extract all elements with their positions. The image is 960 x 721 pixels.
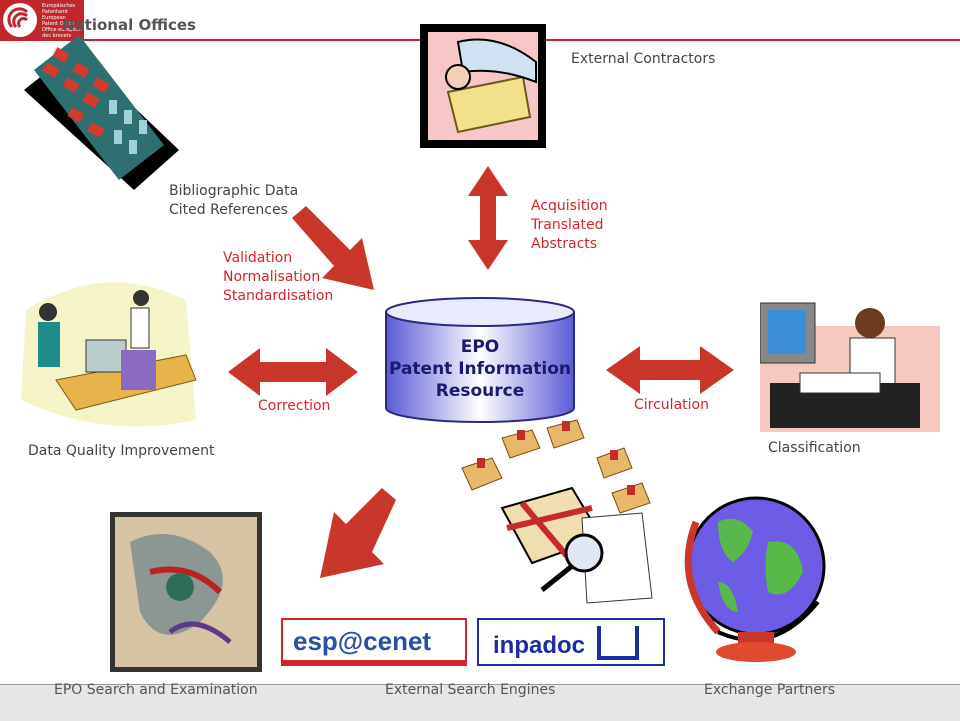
epo-logo-mark: [3, 3, 37, 37]
classifier-worker-icon: [760, 302, 940, 432]
label-circulation: Circulation: [634, 397, 709, 413]
logo-line: des brevets: [42, 33, 72, 39]
logo-line: Office européen: [42, 27, 82, 33]
espacenet-logo-bar: [283, 660, 465, 664]
arrow-correction: [228, 348, 358, 396]
logo-line: Patent Office: [42, 21, 75, 27]
label-correction: Correction: [258, 398, 331, 414]
contractor-writing-icon: [420, 24, 546, 148]
arrow-circulation: [606, 346, 734, 394]
label-line: Validation: [223, 250, 293, 266]
footer-epo-search: EPO Search and Examination: [54, 682, 258, 698]
epo-label-line: EPO: [460, 337, 500, 357]
label-bibliographic-data: Bibliographic Data Cited References: [169, 182, 298, 220]
footer-exchange-partners: Exchange Partners: [704, 682, 836, 698]
arrow-search-engines: [320, 488, 396, 578]
label-data-quality: Data Quality Improvement: [28, 443, 215, 459]
label-line: Bibliographic Data: [169, 183, 299, 199]
label-acquisition: Acquisition Translated Abstracts: [531, 197, 608, 254]
arrow-acquisition: [468, 166, 508, 270]
label-line: Translated: [531, 217, 604, 233]
epo-resource-cylinder: [385, 297, 575, 423]
logo-line: European: [42, 15, 66, 21]
label-external-contractors: External Contractors: [571, 51, 716, 67]
data-package-icon: [461, 419, 653, 604]
espacenet-logo: esp@cenet: [281, 618, 467, 666]
label-classification: Classification: [768, 440, 861, 456]
logo-line: Europäisches: [42, 3, 76, 9]
footer-bar: [0, 684, 960, 721]
label-validation: Validation Normalisation Standardisation: [223, 249, 333, 306]
office-buildings-icon: [24, 35, 179, 190]
label-line: Standardisation: [223, 288, 334, 304]
epo-label-line: Resource: [435, 381, 525, 401]
globe-icon: [684, 496, 826, 662]
logo-line: Patentamt: [42, 9, 68, 15]
epo-resource-label: EPO Patent Information Resource: [384, 336, 576, 402]
footer-external-engines: External Search Engines: [385, 682, 556, 698]
epo-logo: Europäisches Patentamt European Patent O…: [0, 0, 84, 40]
search-art-poster-icon: [110, 512, 262, 672]
page-title: National Offices: [62, 16, 196, 34]
epo-label-line: Patent Information: [388, 359, 572, 379]
label-line: Acquisition: [531, 198, 608, 214]
inpadoc-logo-text: inpadoc: [493, 632, 586, 659]
inpadoc-logo: inpadoc: [477, 618, 665, 666]
inpadoc-logo-mark: [597, 626, 639, 660]
label-line: Abstracts: [531, 236, 598, 252]
epo-logo-text: Europäisches Patentamt European Patent O…: [42, 3, 82, 39]
office-workers-icon: [21, 282, 197, 427]
label-line: Cited References: [169, 202, 288, 218]
label-line: Normalisation: [223, 269, 321, 285]
espacenet-logo-text: esp@cenet: [293, 626, 432, 656]
